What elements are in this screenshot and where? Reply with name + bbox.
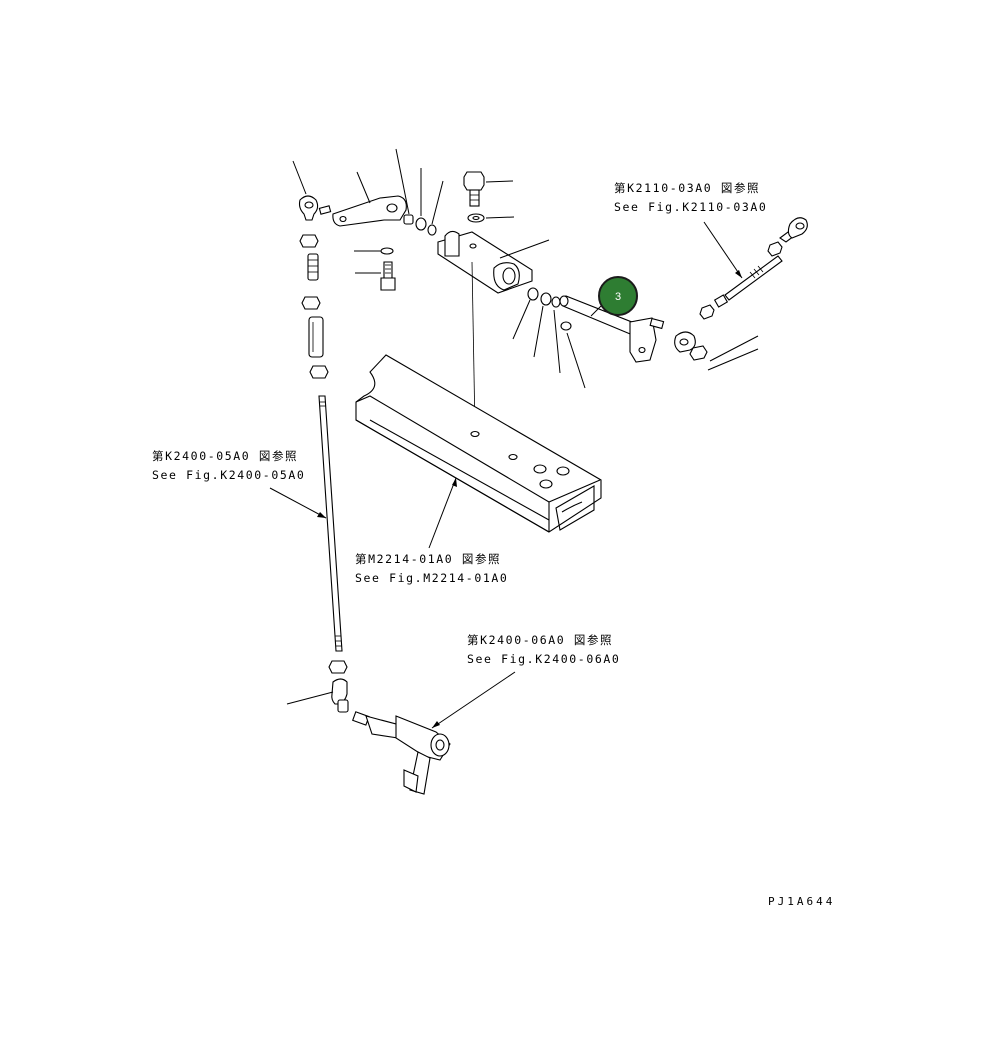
ref-upper-right-ja: 第K2110-03A0 図参照 (614, 181, 760, 195)
callout-number[interactable]: 3 (615, 291, 621, 303)
ref-lower-en: See Fig.K2400-06A0 (467, 652, 620, 666)
reference-lower: 第K2400-06A0 図参照 See Fig.K2400-06A0 (467, 633, 620, 666)
ref-left-rod-ja: 第K2400-05A0 図参照 (152, 449, 298, 463)
part-callout-3[interactable]: 3 (598, 276, 638, 316)
shaft-assembly (512, 287, 665, 389)
callout-circle[interactable] (598, 276, 638, 316)
right-rod-assembly (674, 217, 808, 371)
left-control-rod (269, 234, 349, 713)
lower-lever (352, 671, 516, 795)
ref-frame-ja: 第M2214-01A0 図参照 (355, 552, 501, 566)
ref-lower-ja: 第K2400-06A0 図参照 (467, 633, 613, 647)
drawing-number: PJ1A644 (768, 895, 835, 908)
ref-frame-en: See Fig.M2214-01A0 (355, 571, 508, 585)
main-frame (355, 354, 602, 549)
reference-upper-right: 第K2110-03A0 図参照 See Fig.K2110-03A0 (614, 181, 767, 214)
ref-left-rod-en: See Fig.K2400-05A0 (152, 468, 305, 482)
reference-left-rod: 第K2400-05A0 図参照 See Fig.K2400-05A0 (152, 449, 305, 482)
ref-upper-right-en: See Fig.K2110-03A0 (614, 200, 767, 214)
center-bracket (437, 171, 550, 431)
upper-left-linkage (292, 148, 444, 291)
reference-frame: 第M2214-01A0 図参照 See Fig.M2214-01A0 (355, 552, 508, 585)
